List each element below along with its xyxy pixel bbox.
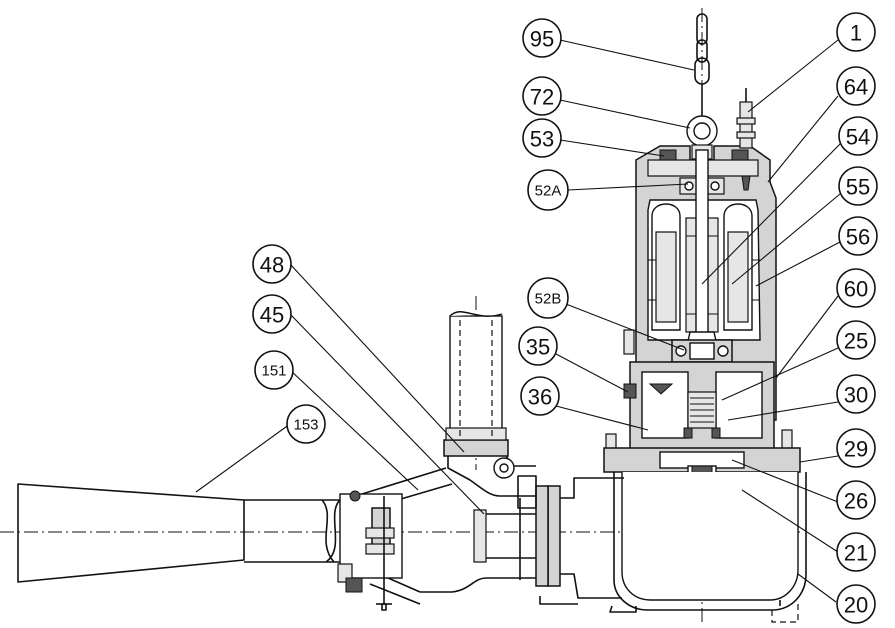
guide-body bbox=[420, 311, 536, 593]
svg-text:25: 25 bbox=[844, 329, 868, 354]
callout-95: 95 bbox=[522, 18, 562, 58]
callout-29: 29 bbox=[836, 428, 876, 468]
callout-72: 72 bbox=[522, 76, 562, 116]
svg-text:64: 64 bbox=[844, 75, 868, 100]
callout-35: 35 bbox=[518, 326, 558, 366]
callout-52b: 52B bbox=[527, 277, 569, 319]
svg-text:30: 30 bbox=[844, 383, 868, 408]
svg-text:55: 55 bbox=[846, 175, 870, 200]
callout-30: 30 bbox=[836, 374, 876, 414]
support-arms bbox=[337, 467, 453, 611]
svg-text:153: 153 bbox=[293, 417, 318, 434]
cable-entry bbox=[736, 88, 756, 191]
svg-text:48: 48 bbox=[260, 253, 284, 278]
side-bolts bbox=[605, 329, 793, 459]
callout-1: 1 bbox=[836, 12, 876, 52]
callout-20: 20 bbox=[836, 584, 876, 624]
leader-lines bbox=[195, 39, 841, 603]
callout-55: 55 bbox=[838, 166, 878, 206]
stator bbox=[648, 203, 760, 331]
callout-21: 21 bbox=[836, 532, 876, 572]
svg-text:45: 45 bbox=[260, 303, 284, 328]
callout-151: 151 bbox=[254, 350, 294, 390]
svg-text:21: 21 bbox=[844, 541, 868, 566]
callout-153: 153 bbox=[286, 404, 326, 444]
svg-text:1: 1 bbox=[850, 21, 862, 46]
svg-text:26: 26 bbox=[844, 489, 868, 514]
callout-52a: 52A bbox=[527, 169, 569, 211]
svg-text:36: 36 bbox=[528, 385, 552, 410]
lower-bearing bbox=[671, 339, 733, 363]
svg-text:52A: 52A bbox=[535, 183, 562, 200]
svg-text:35: 35 bbox=[526, 335, 550, 360]
callout-26: 26 bbox=[836, 480, 876, 520]
svg-text:29: 29 bbox=[844, 437, 868, 462]
suction-bell bbox=[17, 483, 341, 583]
svg-text:151: 151 bbox=[261, 363, 286, 380]
svg-text:72: 72 bbox=[530, 85, 554, 110]
svg-text:56: 56 bbox=[846, 225, 870, 250]
svg-text:60: 60 bbox=[844, 277, 868, 302]
lifting-chain bbox=[694, 13, 710, 118]
callout-64: 64 bbox=[836, 66, 876, 106]
callout-60: 60 bbox=[836, 268, 876, 308]
callout-25: 25 bbox=[836, 320, 876, 360]
callout-56: 56 bbox=[838, 216, 878, 256]
callout-53: 53 bbox=[522, 118, 562, 158]
svg-text:95: 95 bbox=[530, 27, 554, 52]
svg-text:54: 54 bbox=[846, 125, 870, 150]
svg-text:53: 53 bbox=[530, 127, 554, 152]
callout-36: 36 bbox=[520, 376, 560, 416]
callout-54: 54 bbox=[838, 116, 878, 156]
svg-text:52B: 52B bbox=[535, 291, 562, 308]
callout-48: 48 bbox=[252, 244, 292, 284]
callout-45: 45 bbox=[252, 294, 292, 334]
discharge-elbow bbox=[517, 475, 624, 605]
pump-casing bbox=[609, 472, 807, 623]
oil-chamber bbox=[629, 361, 775, 451]
svg-text:20: 20 bbox=[844, 593, 868, 618]
